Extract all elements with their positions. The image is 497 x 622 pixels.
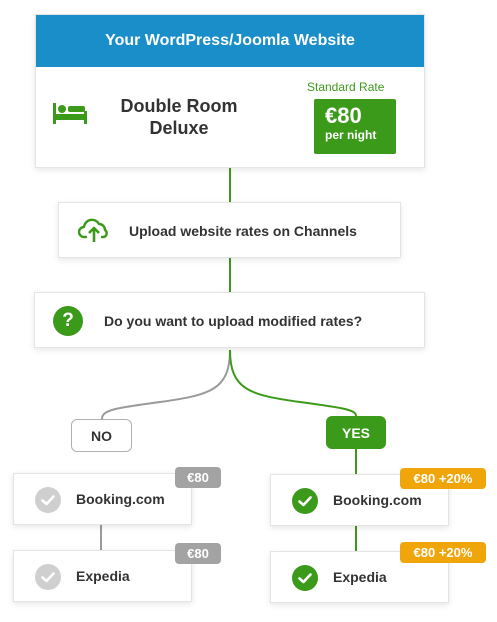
check-icon	[35, 564, 61, 590]
yes-channel-booking: Booking.com	[270, 474, 449, 526]
channel-name: Expedia	[76, 568, 130, 584]
check-icon	[292, 488, 318, 514]
website-card: Your WordPress/Joomla Website Double Roo…	[35, 14, 425, 168]
question-icon: ?	[53, 306, 83, 336]
channel-name: Booking.com	[76, 491, 165, 507]
no-channel-booking: Booking.com	[13, 473, 192, 525]
check-icon	[35, 487, 61, 513]
question-card: ? Do you want to upload modified rates?	[34, 292, 425, 348]
yes-branch-pill: YES	[326, 416, 386, 449]
no-channel-expedia: Expedia	[13, 550, 192, 602]
price-tag: €80	[175, 543, 221, 564]
connector-no-branch	[101, 349, 231, 420]
bed-icon	[53, 103, 87, 130]
rate-label: Standard Rate	[307, 80, 385, 94]
channel-name: Expedia	[333, 569, 387, 585]
channel-name: Booking.com	[333, 492, 422, 508]
check-icon	[292, 565, 318, 591]
rate-badge: €80 per night	[314, 99, 396, 154]
question-text: Do you want to upload modified rates?	[104, 313, 363, 329]
website-title: Your WordPress/Joomla Website	[36, 15, 424, 67]
no-branch-pill: NO	[71, 419, 132, 452]
price-tag: €80 +20%	[400, 468, 486, 489]
rate-price: €80	[325, 103, 362, 128]
cloud-upload-icon	[77, 217, 110, 248]
rate-unit: per night	[325, 128, 377, 142]
room-name: Double Room Deluxe	[120, 96, 238, 138]
upload-step-text: Upload website rates on Channels	[129, 223, 357, 239]
upload-step-card: Upload website rates on Channels	[58, 202, 401, 258]
connector-yes-branch	[229, 349, 357, 417]
price-tag: €80	[175, 467, 221, 488]
price-tag: €80 +20%	[400, 542, 486, 563]
